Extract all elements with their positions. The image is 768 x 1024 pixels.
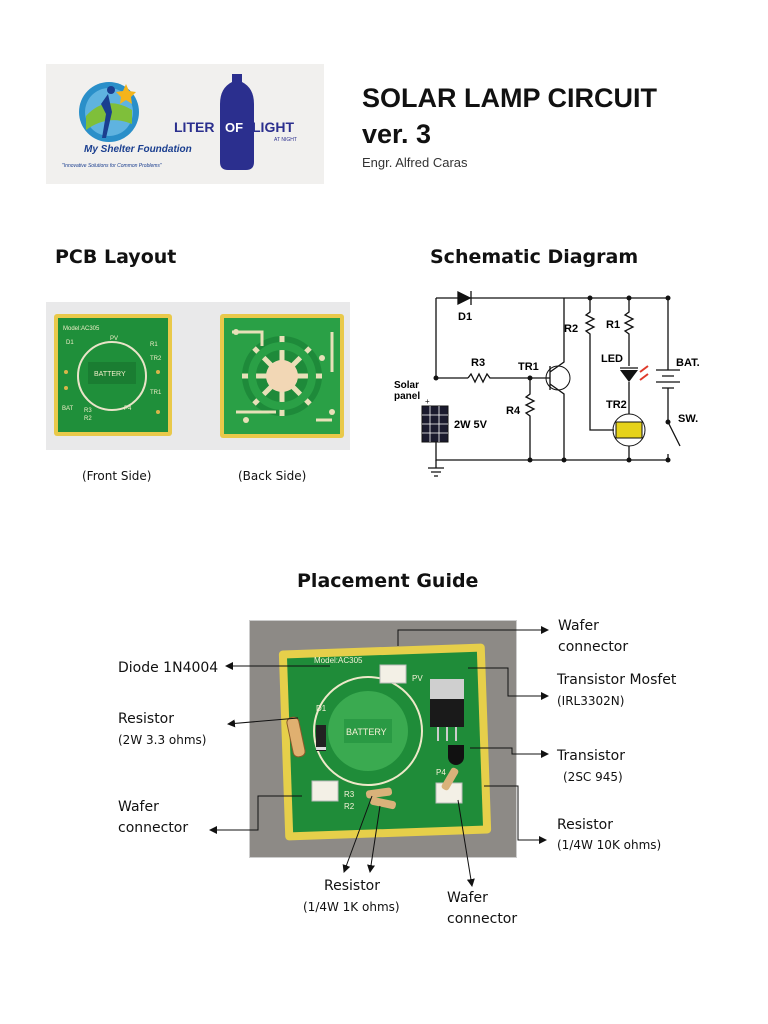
liter-of-light-logo: LITER OF LIGHT AT NIGHT (174, 74, 297, 170)
schematic-panel-rating: 2W 5V (454, 419, 488, 431)
placement-photo: BATTERY Model:AC305 PV D1 R3 R2 P4 (249, 620, 517, 858)
pcb-front-tr1: TR1 (150, 390, 162, 396)
pcb-front-r3: R3 (84, 408, 92, 414)
schematic-led: LED (601, 353, 623, 365)
label-transistor-sub: (2SC 945) (563, 770, 623, 784)
schematic-r2: R2 (564, 323, 578, 335)
schematic-solar-1: Solar (394, 380, 419, 391)
schematic-r1: R1 (606, 319, 620, 331)
logo2-of: OF (225, 120, 243, 135)
logo2-liter: LITER (174, 119, 214, 135)
schematic-plus: + (425, 397, 430, 406)
guide-board-model: Model:AC305 (314, 656, 363, 665)
pcb-front-model: Model:AC305 (63, 326, 100, 332)
logo1-tagline: "Innovative Solutions for Common Problem… (62, 163, 162, 169)
label-wafer-left: Wafer connector (118, 797, 188, 839)
schematic-sw: SW. (678, 413, 698, 425)
pcb-front-pv: PV (110, 336, 118, 342)
pcb-photo: Model:AC305 BATTERY PV BAT D1 R1 R2 R3 T… (46, 302, 350, 450)
schematic-r4: R4 (506, 405, 521, 417)
schematic-tr2: TR2 (606, 399, 627, 411)
label-wafer-top: Wafer connector (558, 616, 628, 658)
label-mosfet-sub: (IRL3302N) (557, 694, 625, 708)
my-shelter-logo: My Shelter Foundation "Innovative Soluti… (62, 82, 192, 169)
guide-board-battery: BATTERY (346, 727, 387, 737)
placement-guide-heading: Placement Guide (297, 570, 479, 592)
front-side-caption: (Front Side) (82, 469, 152, 483)
author-name: Engr. Alfred Caras (362, 155, 468, 170)
schematic-diagram: + D1 R3 TR1 R4 R2 R1 LED TR2 BAT. SW. So… (394, 290, 700, 477)
title-line-1: SOLAR LAMP CIRCUIT (362, 83, 657, 113)
title-line-2: ver. 3 (362, 119, 432, 149)
schematic-bat: BAT. (676, 357, 700, 369)
label-resistor-right-sub: (1/4W 10K ohms) (557, 838, 662, 852)
label-resistor-bottom-sub: (1/4W 1K ohms) (303, 900, 400, 914)
document-title: SOLAR LAMP CIRCUIT ver. 3 (362, 80, 657, 152)
guide-board-pv: PV (412, 674, 423, 683)
label-transistor: Transistor (557, 748, 625, 764)
callout-lines (209, 626, 549, 887)
back-side-caption: (Back Side) (238, 469, 307, 483)
label-wafer-bottom-1: Wafer (447, 890, 488, 906)
label-wafer-left-1: Wafer (118, 799, 159, 815)
logo1-name: My Shelter Foundation (84, 144, 192, 155)
schematic-solar-2: panel (394, 391, 420, 402)
pcb-front-d1: D1 (66, 340, 74, 346)
guide-board-d1: D1 (316, 704, 327, 713)
header-logos-panel: My Shelter Foundation "Innovative Soluti… (46, 64, 324, 184)
pcb-front-board: Model:AC305 BATTERY PV BAT D1 R1 R2 R3 T… (54, 314, 172, 436)
logo2-light: LIGHT (252, 119, 294, 135)
label-resistor-left-sub: (2W 3.3 ohms) (118, 733, 207, 747)
label-resistor-bottom: Resistor (324, 878, 380, 894)
label-resistor-left: Resistor (118, 711, 174, 727)
label-wafer-top-1: Wafer (558, 618, 599, 634)
label-mosfet: Transistor Mosfet (557, 672, 677, 688)
guide-board-r3: R3 (344, 790, 355, 799)
label-wafer-left-2: connector (118, 820, 189, 836)
pcb-front-r2: R2 (84, 416, 92, 422)
logos-graphic: My Shelter Foundation "Innovative Soluti… (62, 74, 297, 170)
pcb-front-r1: R1 (150, 342, 158, 348)
pcb-front-tr2: TR2 (150, 356, 162, 362)
logo2-sub: AT NIGHT (274, 137, 297, 143)
pcb-layout-heading: PCB Layout (55, 246, 177, 268)
pcb-back-board (220, 314, 344, 438)
schematic-d1: D1 (458, 311, 472, 323)
pcb-front-bat: BAT (62, 406, 74, 412)
pcb-boards-graphic: Model:AC305 BATTERY PV BAT D1 R1 R2 R3 T… (54, 314, 344, 438)
label-wafer-bottom-2: connector (447, 911, 518, 927)
label-wafer-bottom: Wafer connector (447, 888, 517, 930)
schematic-tr1: TR1 (518, 361, 539, 373)
guide-board-p4: P4 (436, 768, 446, 777)
label-diode: Diode 1N4004 (118, 660, 219, 676)
label-resistor-right: Resistor (557, 817, 613, 833)
schematic-r3: R3 (471, 357, 485, 369)
pcb-front-battery: BATTERY (94, 371, 126, 378)
placement-board-graphic: BATTERY Model:AC305 PV D1 R3 R2 P4 (250, 621, 516, 857)
guide-board-r2: R2 (344, 802, 355, 811)
label-wafer-top-2: connector (558, 639, 629, 655)
pcb-front-p4: P4 (124, 406, 132, 412)
schematic-heading: Schematic Diagram (430, 246, 639, 268)
